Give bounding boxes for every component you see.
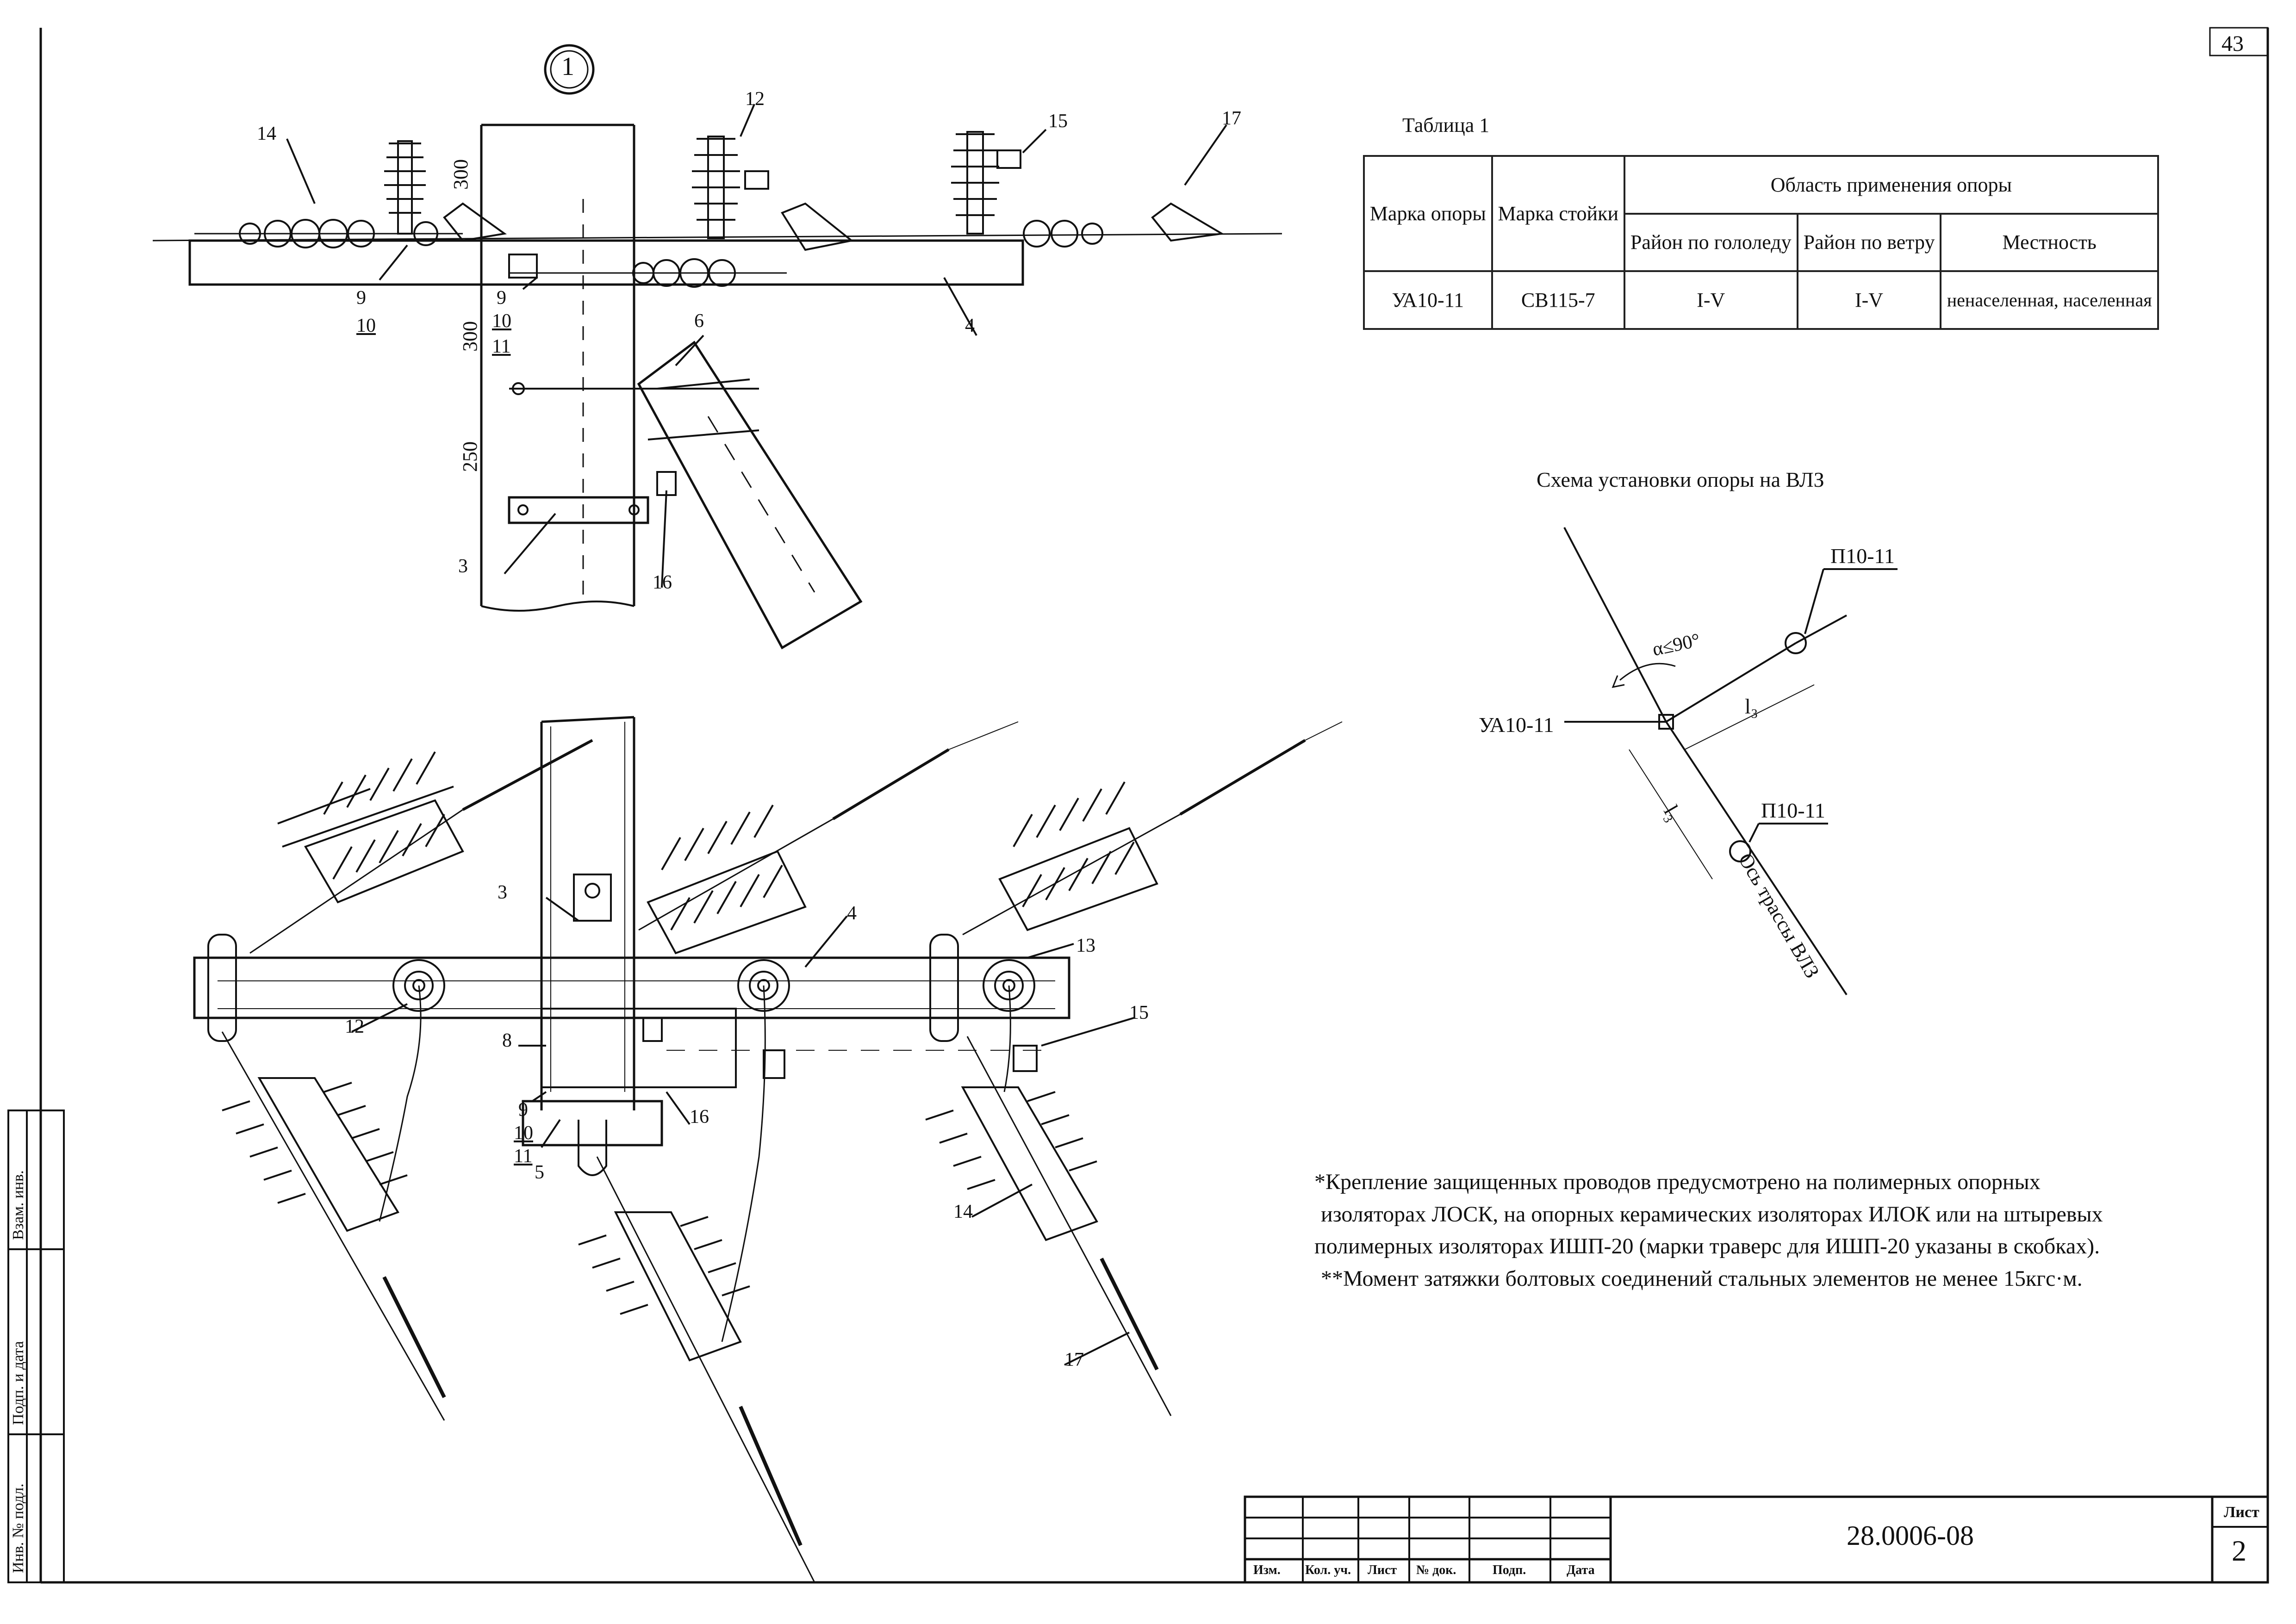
node-circle <box>544 44 595 95</box>
cell-ice: I-V <box>1623 270 1798 330</box>
pos-6-top: 6 <box>694 310 704 332</box>
th-wind: Район по ветру <box>1796 212 1942 273</box>
pos-17-axo: 17 <box>1064 1349 1084 1370</box>
suspension-insulator-lr <box>925 1036 1172 1416</box>
pos-10-top-b: 10 <box>492 310 511 332</box>
pos-4-top: 4 <box>965 315 975 336</box>
suspension-insulator-ll <box>221 1031 446 1421</box>
sheet-number: 2 <box>2232 1534 2246 1567</box>
pos-16-top: 16 <box>653 572 672 593</box>
stamp-col-kolvo: Кол. уч. <box>1305 1563 1351 1577</box>
th-terrain: Местность <box>1940 212 2159 273</box>
document-code: 28.0006-08 <box>1847 1520 1974 1551</box>
scheme-support-bottom: П10-11 <box>1761 799 1825 822</box>
sheet-label: Лист <box>2224 1504 2259 1521</box>
stamp-col-date: Дата <box>1567 1563 1595 1577</box>
node-number: 1 <box>561 52 574 81</box>
pos-3-top: 3 <box>458 556 468 577</box>
pos-10-axo: 10 <box>514 1122 533 1144</box>
dimension-300-mid: 300 <box>459 321 481 352</box>
pos-4-axo: 4 <box>847 903 857 924</box>
note-line-2: изоляторах ЛОСК, на опорных керамических… <box>1321 1202 2103 1227</box>
th-ice: Район по гололеду <box>1623 212 1798 273</box>
post-insulator-center <box>692 136 854 251</box>
side-label-sign: Подп. и дата <box>10 1341 27 1425</box>
bracket-5 <box>522 1100 663 1147</box>
stamp-col-doc: № док. <box>1416 1563 1456 1577</box>
pos-14-top: 14 <box>257 123 276 144</box>
pos-8-axo: 8 <box>502 1030 512 1051</box>
side-label-repl: Взам. инв. <box>10 1170 27 1240</box>
stamp-col-izm: Изм. <box>1253 1563 1281 1577</box>
side-stamp <box>7 1110 65 1583</box>
pos-10-top: 10 <box>356 315 376 336</box>
notes: *Крепление защищенных проводов предусмот… <box>1314 1166 2240 1295</box>
pos-17-top: 17 <box>1222 108 1241 129</box>
pos-12-axo: 12 <box>345 1016 364 1037</box>
post-insulator-left <box>384 140 426 235</box>
suspension-insulator-ur <box>962 721 1343 936</box>
insulator-string-center <box>509 258 787 288</box>
th-area: Область применения опоры <box>1623 155 2159 215</box>
pos-12-top: 12 <box>745 88 765 110</box>
cell-wind: I-V <box>1796 270 1942 330</box>
corner-mark: 43 <box>2221 31 2244 56</box>
pos-11-axo: 11 <box>514 1146 533 1167</box>
dimension-250: 250 <box>459 441 481 472</box>
table-caption: Таблица 1 <box>1402 114 1490 136</box>
pos-11-top: 11 <box>492 336 511 357</box>
suspension-insulator-ul <box>249 739 593 954</box>
post-insulator-right <box>951 131 1225 248</box>
axonometric-view <box>193 716 1343 1583</box>
side-label-inv: Инв. № подл. <box>10 1483 27 1573</box>
pole-top <box>480 124 635 606</box>
note-line-3: полимерных изоляторах ИШП-20 (марки трав… <box>1314 1234 2100 1259</box>
pos-14-axo: 14 <box>953 1201 973 1222</box>
insulator-string-left <box>194 202 507 248</box>
pos-15-axo: 15 <box>1129 1002 1149 1023</box>
scheme-main-support: УА10-11 <box>1479 713 1554 737</box>
cell-brand: УА10-11 <box>1363 270 1493 330</box>
scheme-support-top: П10-11 <box>1830 544 1895 568</box>
note-line-1: *Крепление защищенных проводов предусмот… <box>1314 1170 2041 1194</box>
stamp-col-list: Лист <box>1368 1563 1397 1577</box>
suspension-insulator-uc <box>638 721 1019 955</box>
dimension-300-top: 300 <box>449 159 472 190</box>
crossarm-axo <box>193 956 1070 1019</box>
scheme-span-1: l₃ <box>1745 694 1758 718</box>
application-table: Марка опоры Марка стойки Область примене… <box>1363 155 2159 330</box>
pos-9-top: 9 <box>356 287 366 309</box>
scheme-title: Схема установки опоры на ВЛЗ <box>1537 468 1824 491</box>
pos-3-axo: 3 <box>498 882 507 903</box>
brace <box>637 341 863 650</box>
stamp-col-sign: Подп. <box>1493 1563 1526 1577</box>
pos-9-top-b: 9 <box>497 287 506 309</box>
note-line-4: **Момент затяжки болтовых соединений ста… <box>1321 1266 2083 1291</box>
pole-axo <box>540 716 635 1110</box>
pos-16-axo: 16 <box>690 1106 709 1128</box>
pos-9-axo: 9 <box>518 1099 528 1121</box>
suspension-insulator-lc <box>578 1156 815 1583</box>
title-block <box>1244 1495 2269 1584</box>
th-brand: Марка опоры <box>1363 155 1493 273</box>
top-view <box>152 44 1282 650</box>
cell-terrain: ненаселенная, населенная <box>1940 270 2159 330</box>
pos-15-top: 15 <box>1048 111 1068 132</box>
installation-scheme <box>1563 527 1898 996</box>
cell-stand: СВ115-7 <box>1491 270 1625 330</box>
pos-5-axo: 5 <box>535 1162 544 1183</box>
pos-13-axo: 13 <box>1076 935 1095 956</box>
crossarm-top <box>188 239 1024 286</box>
th-stand: Марка стойки <box>1491 155 1625 273</box>
